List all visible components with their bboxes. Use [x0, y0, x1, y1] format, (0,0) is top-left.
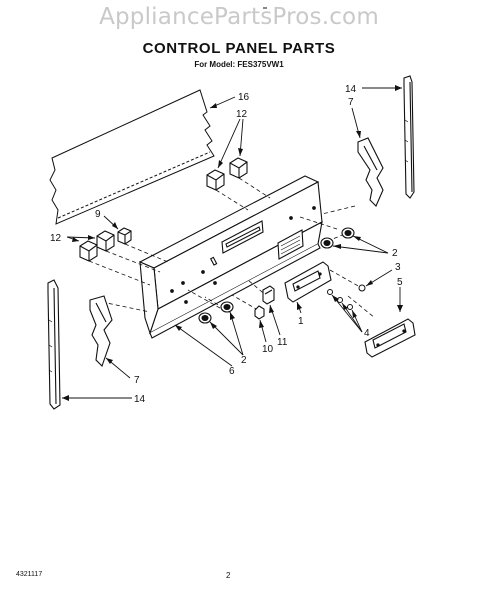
part-4-screws	[327, 289, 353, 310]
callout-3: 3	[395, 262, 401, 273]
callout-5: 5	[397, 277, 403, 288]
callout-4: 4	[364, 328, 370, 339]
callout-7-top: 7	[348, 97, 354, 108]
callout-labels: 16 12 14 7 9 12 2 3 5 1 4 11 10 2 6 7 14	[50, 84, 403, 405]
callout-6: 6	[229, 366, 235, 377]
callout-14-top: 14	[345, 84, 357, 95]
part-14-side-rail-top	[403, 75, 415, 199]
part-16-back-panel	[49, 89, 215, 225]
part-7-end-trim-bottom	[89, 295, 113, 368]
callout-1: 1	[298, 316, 304, 327]
part-1-bracket	[284, 261, 332, 303]
page-title: CONTROL PANEL PARTS	[142, 40, 336, 57]
callout-2-right: 2	[392, 248, 398, 259]
callout-14-bottom: 14	[134, 394, 146, 405]
document-number: 4321117	[16, 571, 43, 578]
part-14-side-rail-bottom	[47, 279, 61, 410]
part-2-switch-bottom	[198, 301, 234, 324]
callout-12-top: 12	[236, 109, 248, 120]
main-control-panel	[138, 175, 323, 339]
callout-11: 11	[277, 337, 288, 348]
assembly-leader-lines	[88, 177, 376, 319]
callout-7-bottom: 7	[134, 375, 140, 386]
part-12-knob-set-left	[79, 230, 115, 262]
part-2-switch-right	[320, 227, 355, 249]
part-11-switch	[262, 285, 275, 305]
callout-10: 10	[262, 344, 274, 355]
callout-arrowheads	[62, 85, 403, 401]
part-7-end-trim-top	[357, 137, 384, 207]
part-10-indicator	[254, 305, 265, 320]
callout-12-left: 12	[50, 233, 62, 244]
callout-2-bottom: 2	[241, 355, 247, 366]
part-3-screw	[358, 284, 366, 292]
model-subtitle: For Model: FES375VW1	[194, 60, 284, 69]
page-number: 2	[226, 571, 231, 580]
part-12-knob-pair-top	[206, 157, 248, 191]
part-5-board	[364, 318, 416, 358]
part-9-small-knob	[117, 227, 132, 245]
callout-16: 16	[238, 92, 250, 103]
callout-9: 9	[95, 209, 101, 220]
watermark: AppliancePartsPros.com	[99, 4, 379, 30]
